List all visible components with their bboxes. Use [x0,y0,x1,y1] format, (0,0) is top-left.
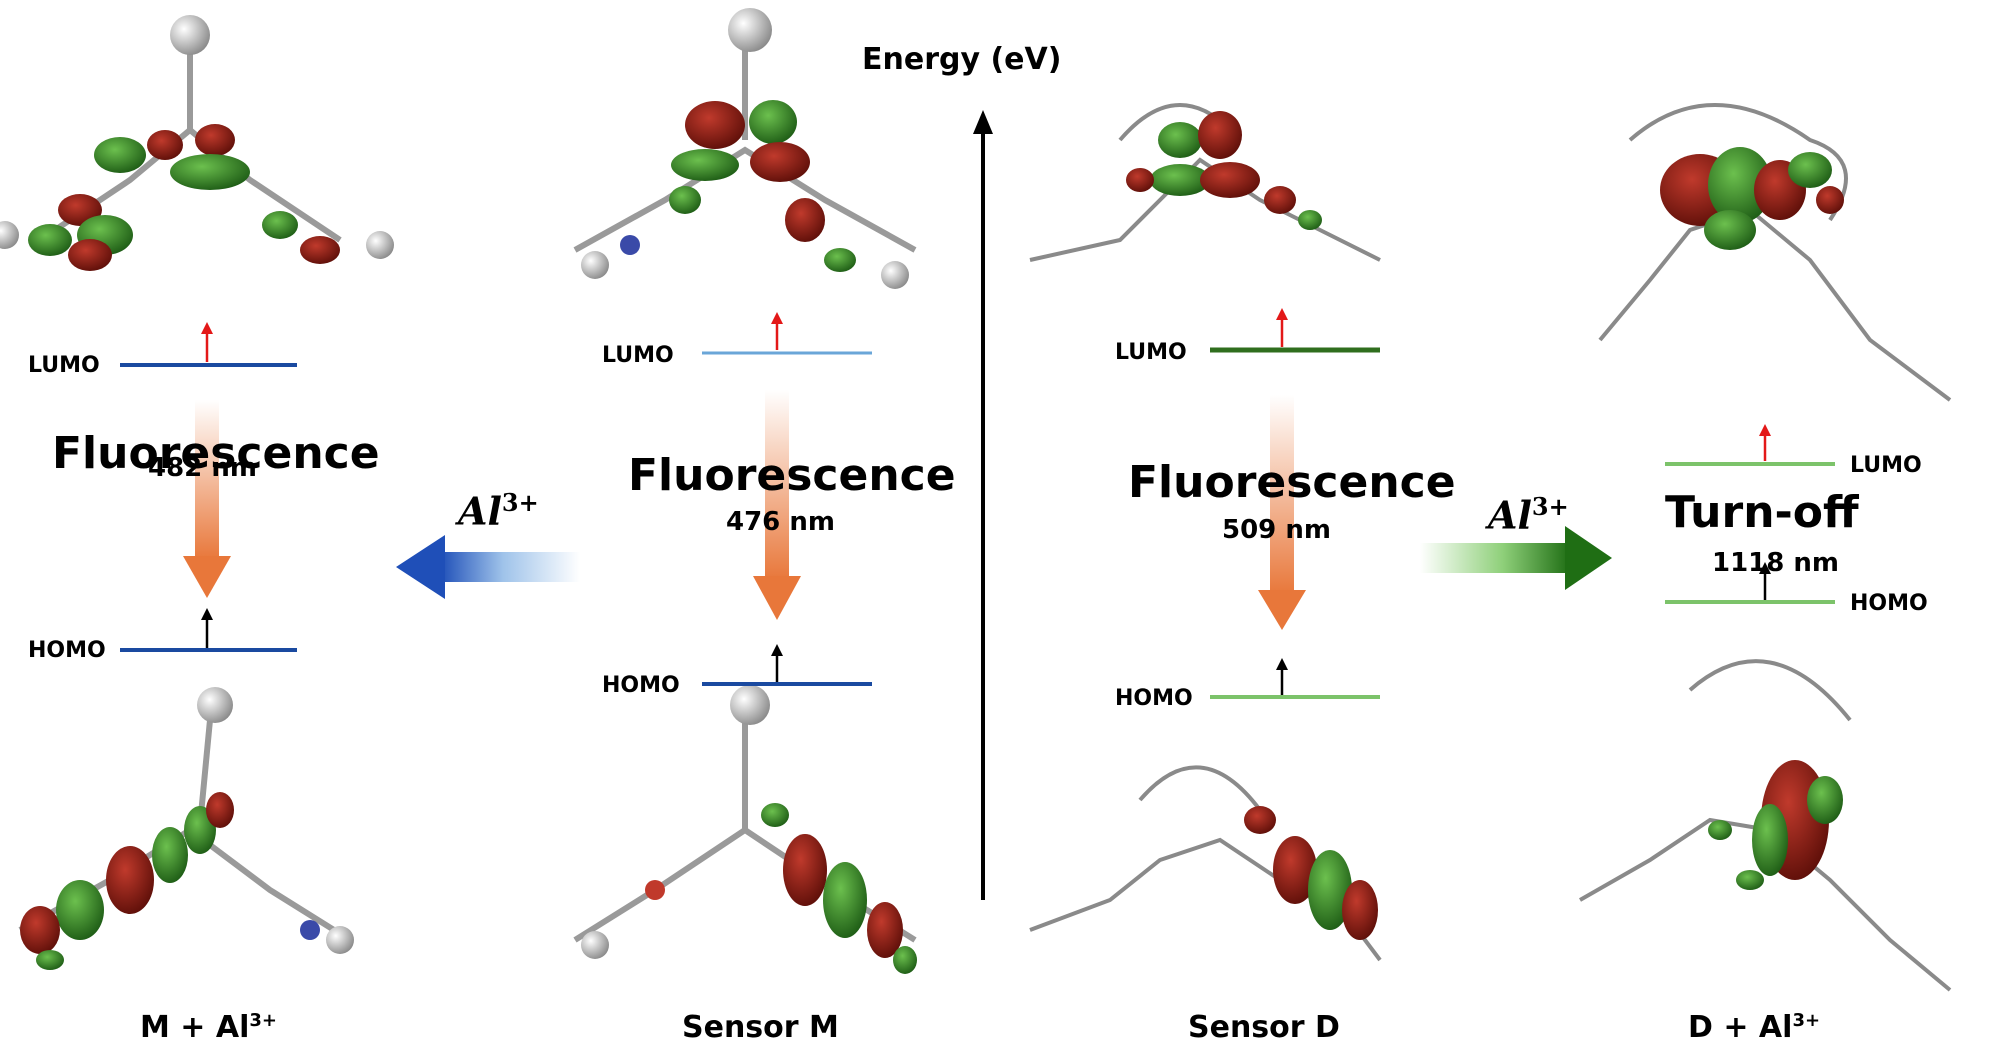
fluorescence-arrow-head [183,556,231,598]
transition-label: Fluorescence [52,428,380,479]
fluorescence-arrow-shaft [765,390,789,580]
al-arrow-right-head [1565,526,1612,590]
al-arrow-left-head [396,535,445,599]
panel-caption: D + Al3+ [1688,1010,1821,1045]
wavelength-label: 476 nm [726,507,835,537]
electron-up-arrowhead [1759,562,1771,574]
fluorescence-arrow-shaft [1270,395,1294,595]
molecule-sensor-m-homo [573,685,917,974]
panel-caption: Sensor D [1188,1010,1340,1045]
homo-label: HOMO [28,638,106,663]
panel-caption: M + Al3+ [140,1010,277,1045]
molecule-d-al-homo [1579,659,1952,992]
electron-up-arrowhead [201,608,213,620]
energy-axis-label: Energy (eV) [862,42,1062,77]
wavelength-label: 482 nm [148,453,257,483]
al-ion-label-left: Al3+ [458,488,539,534]
electron-up-arrowhead [1276,308,1288,320]
wavelength-label: 1118 nm [1712,548,1840,578]
wavelength-label: 509 nm [1222,515,1331,545]
al-ion-label-right: Al3+ [1488,492,1569,538]
molecule-d-al-lumo [1598,103,1952,402]
lumo-label: LUMO [1850,453,1922,478]
homo-label: HOMO [602,673,680,698]
lumo-label: LUMO [28,353,100,378]
electron-up-arrowhead [771,644,783,656]
molecule-m-al-lumo [0,15,394,271]
molecule-sensor-m-lumo [573,8,917,289]
electron-up-arrowhead [1276,658,1288,670]
transition-label: Turn-off [1665,487,1859,538]
fluorescence-arrow-shaft [195,400,219,560]
electron-up-arrowhead [201,322,213,334]
panel-caption: Sensor M [682,1010,839,1045]
lumo-label: LUMO [602,343,674,368]
homo-label: HOMO [1115,686,1193,711]
energy-axis-arrowhead [973,110,993,134]
transition-label: Fluorescence [1128,457,1456,508]
al-arrow-right-shaft [1420,543,1570,573]
fluorescence-arrow-head [753,576,801,620]
al-arrow-left-shaft [440,552,580,582]
molecule-m-al-homo [18,687,354,970]
molecule-sensor-d-lumo [1029,103,1381,262]
molecule-sensor-d-homo [1029,765,1382,962]
homo-label: HOMO [1850,591,1928,616]
transition-label: Fluorescence [628,450,956,501]
electron-up-arrowhead [1759,424,1771,436]
lumo-label: LUMO [1115,340,1187,365]
fluorescence-arrow-head [1258,590,1306,630]
electron-up-arrowhead [771,312,783,324]
